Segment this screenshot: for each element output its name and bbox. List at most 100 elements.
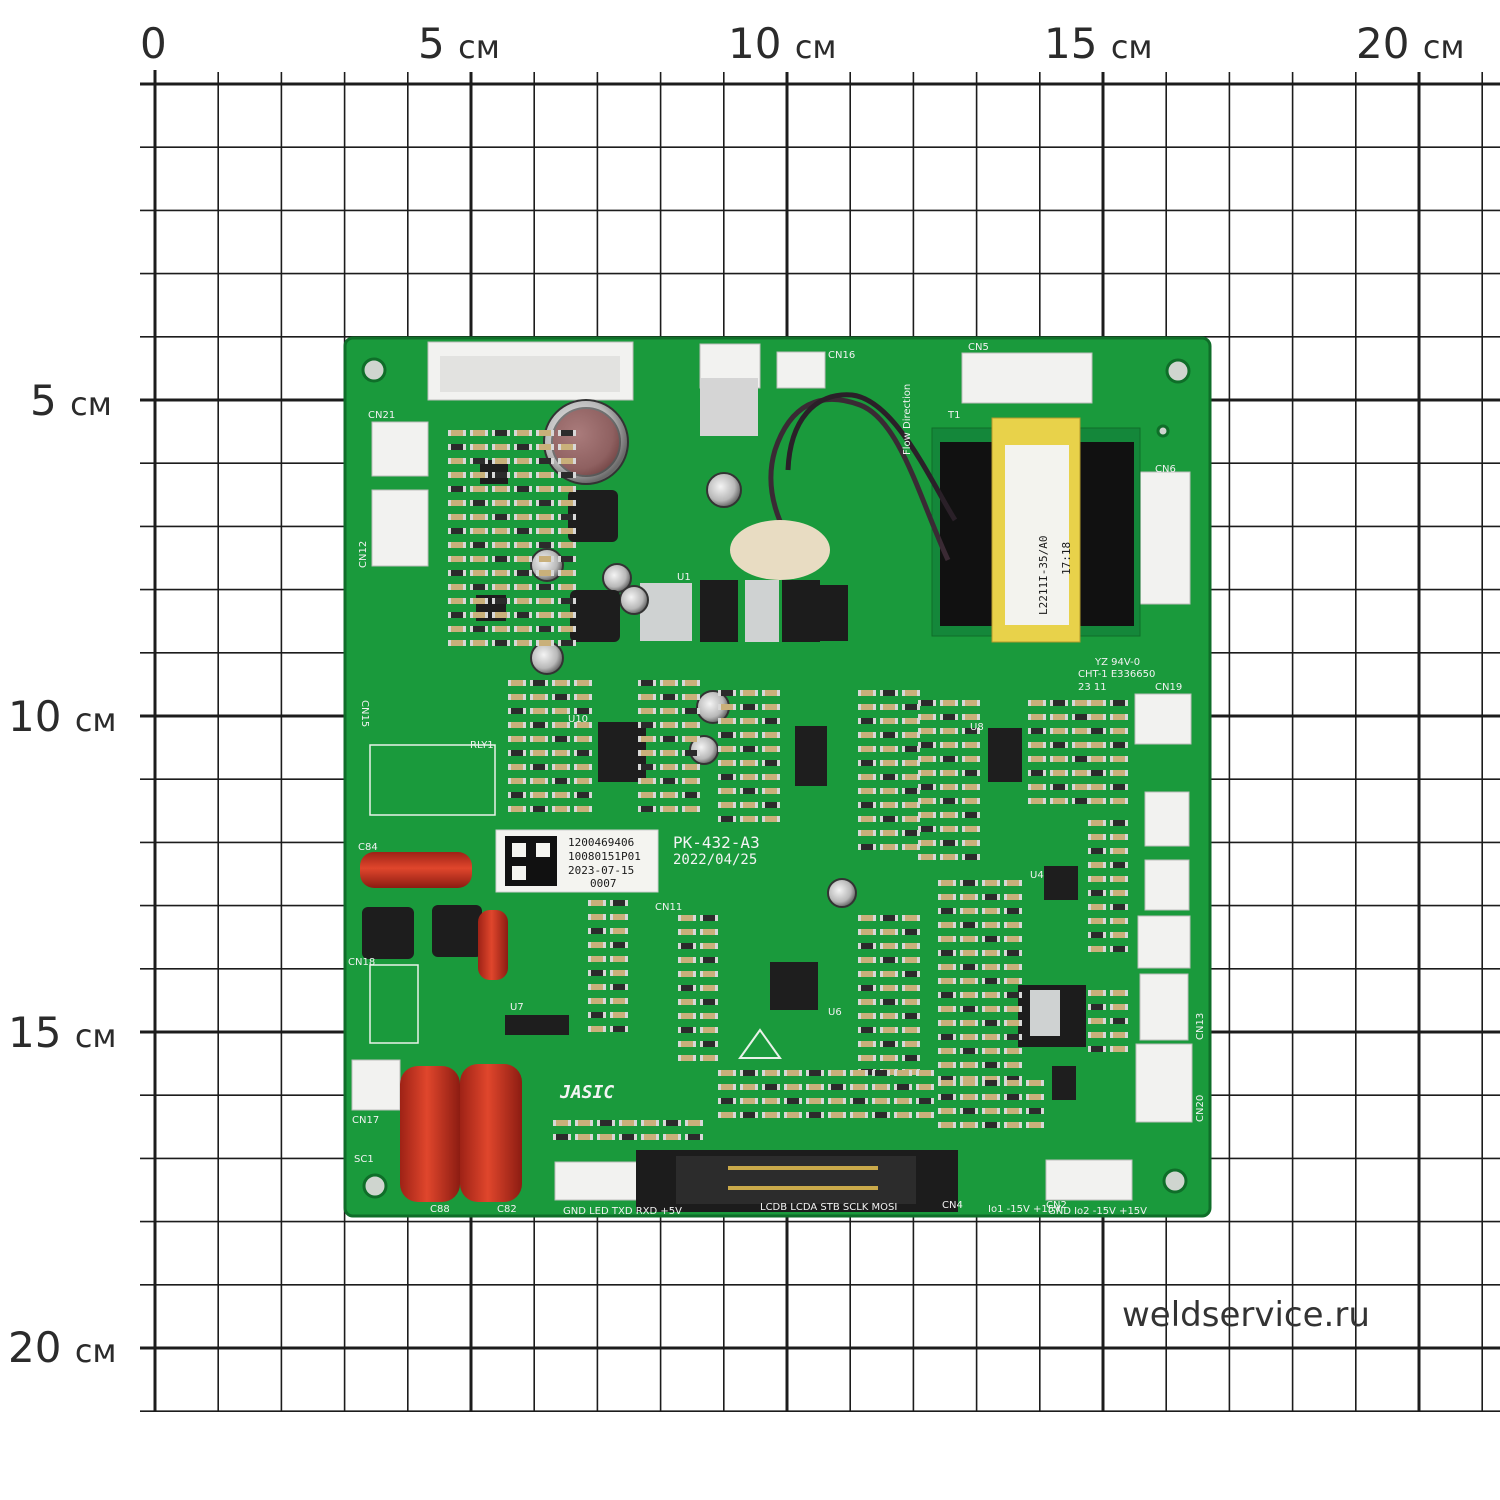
smd-pad: [858, 788, 861, 794]
smd-pad: [850, 1112, 853, 1118]
smd-part: [1006, 1006, 1020, 1012]
smd-pad: [918, 854, 921, 860]
smd-pad: [448, 640, 451, 646]
smd-pad: [507, 570, 510, 576]
cert-line-3: 23 11: [1078, 682, 1107, 693]
smd-pad: [1019, 978, 1022, 984]
smd-pad: [953, 992, 956, 998]
smd-part: [1112, 820, 1126, 826]
smd-pad: [470, 612, 473, 618]
smd-pad: [448, 570, 451, 576]
smd-part: [560, 598, 574, 604]
smd-pad: [536, 598, 539, 604]
smd-pad: [553, 1134, 556, 1140]
transformer-text-1: L2211I-35/A0: [1037, 536, 1050, 615]
smd-part: [1074, 798, 1088, 804]
smd-part: [852, 1112, 866, 1118]
smd-pad: [1028, 784, 1031, 790]
smd-pad: [523, 792, 526, 798]
smd-pad: [612, 1134, 615, 1140]
smd-pad: [977, 826, 980, 832]
smd-part: [764, 704, 778, 710]
sticker-line-2: 10080151P01: [568, 850, 641, 863]
smd-pad: [918, 756, 921, 762]
smd-pad: [693, 999, 696, 1005]
smd-pad: [558, 598, 561, 604]
smd-pad: [1103, 904, 1106, 910]
smd-part: [1052, 714, 1066, 720]
smd-pad: [700, 943, 703, 949]
smd-pad: [962, 840, 965, 846]
smd-part: [494, 486, 508, 492]
smd-pad: [1103, 932, 1106, 938]
smd-pad: [514, 430, 517, 436]
smd-pad: [514, 472, 517, 478]
smd-pad: [715, 1027, 718, 1033]
smd-pad: [982, 1062, 985, 1068]
smd-pad: [603, 998, 606, 1004]
smd-pad: [530, 806, 533, 812]
label-cn6: CN6: [1155, 464, 1176, 475]
smd-pad: [777, 1098, 780, 1104]
smd-pad: [1125, 714, 1128, 720]
smd-pad: [682, 764, 685, 770]
smd-pad: [552, 806, 555, 812]
smd-pad: [1103, 1032, 1106, 1038]
smd-part: [940, 894, 954, 900]
smd-part: [984, 908, 998, 914]
smd-pad: [895, 943, 898, 949]
smd-pad: [880, 690, 883, 696]
mounting-hole: [1162, 1168, 1188, 1194]
smd-part: [1090, 990, 1104, 996]
smd-part: [450, 584, 464, 590]
smd-pad: [653, 806, 656, 812]
smd-pad: [1004, 936, 1007, 942]
smd-part: [942, 826, 956, 832]
smd-pad: [828, 1098, 831, 1104]
smd-part: [702, 1041, 716, 1047]
smd-pad: [880, 830, 883, 836]
smd-part: [640, 806, 654, 812]
smd-pad: [873, 844, 876, 850]
smd-pad: [1019, 1122, 1022, 1128]
smd-pad: [685, 1134, 688, 1140]
smd-pad: [573, 598, 576, 604]
smd-pad: [1088, 728, 1091, 734]
smd-part: [920, 798, 934, 804]
smd-part: [920, 826, 934, 832]
smd-pad: [982, 1006, 985, 1012]
smd-part: [662, 680, 676, 686]
grid-axis-lines: [140, 70, 1500, 1412]
smd-pad: [902, 788, 905, 794]
smd-pad: [1043, 784, 1046, 790]
smd-part: [1112, 798, 1126, 804]
smd-pad: [962, 700, 965, 706]
smd-part: [472, 444, 486, 450]
smd-pad: [865, 1084, 868, 1090]
smd-pad: [715, 1055, 718, 1061]
smd-pad: [1041, 1080, 1044, 1086]
smd-part: [684, 750, 698, 756]
smd-pad: [551, 570, 554, 576]
smd-pad: [485, 444, 488, 450]
smd-part: [882, 915, 896, 921]
smd-pad: [977, 812, 980, 818]
smd-pad: [997, 978, 1000, 984]
smd-pad: [762, 746, 765, 752]
smd-pad: [740, 816, 743, 822]
smd-pad: [551, 444, 554, 450]
smd-pad: [700, 971, 703, 977]
smd-part: [702, 985, 716, 991]
smd-pad: [762, 774, 765, 780]
smd-pad: [574, 792, 577, 798]
smd-part: [860, 788, 874, 794]
smd-pad: [850, 1098, 853, 1104]
smd-pad: [558, 514, 561, 520]
smd-pad: [933, 840, 936, 846]
smd-part: [590, 998, 604, 1004]
smd-pad: [603, 970, 606, 976]
smd-part: [680, 1013, 694, 1019]
smd-pad: [536, 556, 539, 562]
transformer-text-2: 17:18: [1060, 542, 1073, 575]
smd-part: [904, 690, 918, 696]
